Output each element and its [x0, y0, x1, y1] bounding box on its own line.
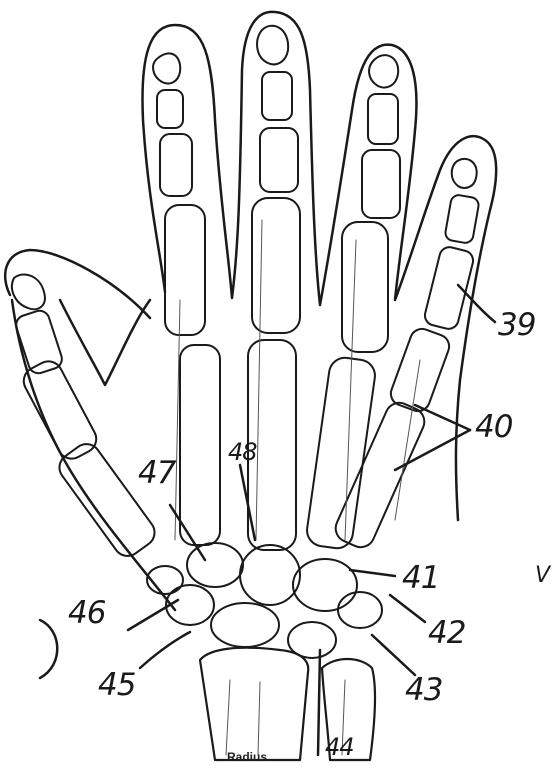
margin-bracket: [40, 620, 57, 678]
label-40: 40: [475, 412, 512, 443]
carpal-bones: [147, 543, 382, 658]
radius-label: Radius: [227, 750, 267, 764]
label-42: 42: [428, 618, 465, 649]
margin-check-mark: V: [535, 565, 549, 587]
middle-finger-bones: [248, 26, 300, 550]
shading-lines: [175, 220, 420, 755]
label-46: 46: [68, 598, 105, 629]
label-43: 43: [405, 675, 442, 706]
check-v: [60, 300, 150, 385]
label-41: 41: [402, 563, 439, 594]
label-44: 44: [325, 735, 354, 759]
label-48: 48: [228, 440, 257, 464]
label-39: 39: [498, 310, 535, 341]
label-45: 45: [98, 670, 135, 701]
label-47: 47: [138, 458, 175, 489]
